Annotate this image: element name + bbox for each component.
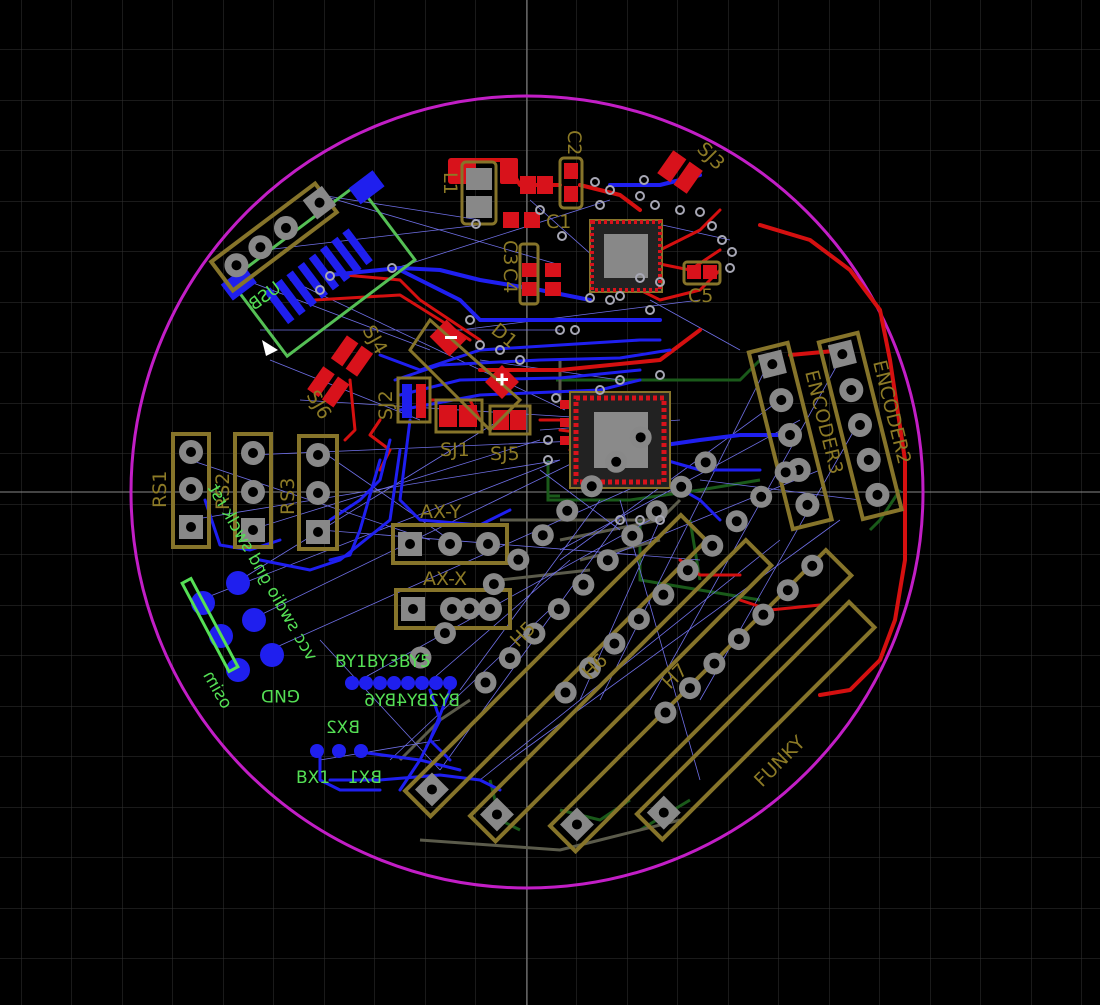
l1-pads [466, 168, 492, 218]
encoder2-header[interactable] [816, 330, 905, 522]
sj1-label: SJ1 [440, 439, 470, 461]
h6-header[interactable] [467, 537, 775, 845]
header-programming[interactable] [208, 180, 340, 294]
bx-pads[interactable] [310, 744, 368, 758]
board-outline[interactable] [129, 94, 925, 890]
by-pads[interactable] [345, 676, 457, 690]
diagonal-header-pins [409, 426, 824, 724]
funky-header[interactable] [634, 599, 878, 843]
c2-label: C2 [563, 130, 585, 155]
bx2-label: BX2 [326, 718, 360, 738]
swd-gnd-label: GND [261, 685, 300, 705]
ax-y-header[interactable] [391, 523, 509, 565]
h5-header[interactable] [402, 512, 710, 820]
rs3-header[interactable] [297, 434, 339, 551]
triangle-marker-icon [262, 340, 278, 356]
plus-minus-icon [445, 336, 508, 386]
sj2-label: SJ2 [375, 390, 397, 420]
ax-x-label: AX-X [423, 568, 467, 590]
swd-silk-bar [180, 576, 240, 674]
c3-label: C3 [499, 240, 521, 265]
by-row2-label: BY2BY4BY6 [364, 691, 460, 711]
l1-label: L1 [439, 172, 461, 195]
rs2-label: RS2 [212, 473, 234, 510]
mcu-lower-chip[interactable] [569, 391, 671, 489]
vias [315, 175, 737, 525]
rs3-label: RS3 [277, 478, 299, 515]
bx1-label: BX1 [296, 768, 330, 788]
sj2-pads [402, 384, 426, 418]
rs1-header[interactable] [171, 432, 211, 549]
c1-label: C1 [546, 211, 571, 233]
mcu-upper-chip[interactable] [589, 219, 663, 293]
ax-x-header[interactable] [394, 588, 512, 630]
usb-connector[interactable] [220, 170, 431, 362]
c4-label: C4 [499, 268, 521, 293]
rs2-header[interactable] [233, 432, 273, 549]
by-row1-label: BY1BY3BY5 [335, 652, 431, 672]
ax-y-label: AX-Y [420, 501, 462, 523]
c5-label: C5 [688, 285, 713, 307]
rs1-label: RS1 [149, 471, 171, 508]
sj5-label: SJ5 [490, 443, 520, 465]
bx1-mirrored-label: BX1 [348, 768, 382, 788]
